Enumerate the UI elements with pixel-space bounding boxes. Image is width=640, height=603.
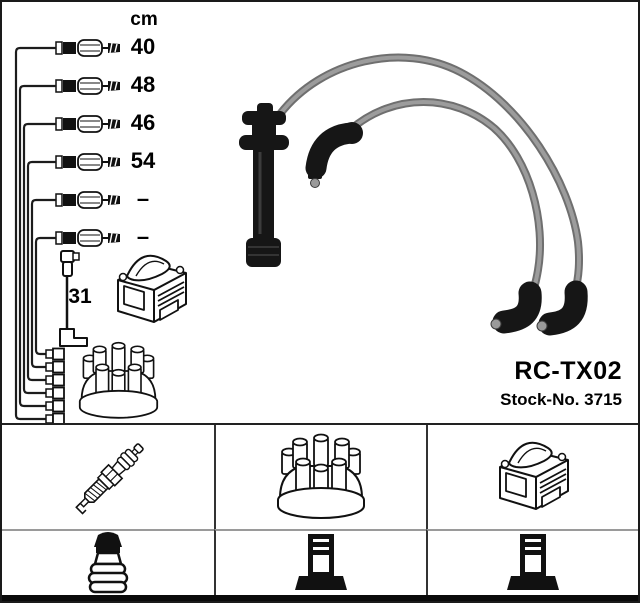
legend-cell-plug-terminal bbox=[2, 529, 214, 595]
plug-terminal-nut-icon bbox=[87, 532, 129, 594]
length-value-2: 48 bbox=[130, 72, 156, 97]
lead-photo bbox=[239, 53, 588, 336]
coil-lead-schematic bbox=[59, 250, 88, 347]
legend-cell-ignition-coil bbox=[426, 425, 638, 529]
wire-length-rows bbox=[55, 39, 121, 247]
legend-cell-tower-terminal-1 bbox=[214, 529, 426, 595]
distributor-cap-drawing bbox=[78, 341, 159, 419]
distributor-end-connectors bbox=[45, 347, 65, 425]
length-value-3: 46 bbox=[130, 110, 156, 135]
diagram-canvas bbox=[14, 39, 588, 425]
ignition-coil-drawing bbox=[117, 254, 187, 323]
elbow-boot-top bbox=[305, 122, 363, 188]
distributor-cap-icon bbox=[277, 433, 365, 519]
ignition-coil-icon bbox=[499, 441, 569, 510]
legend-cell-spark-plug bbox=[2, 425, 214, 529]
legend-cell-tower-terminal-2 bbox=[426, 529, 638, 595]
unit-header: cm bbox=[130, 9, 158, 30]
cable-bundle-lines bbox=[14, 46, 56, 421]
length-value-1: 40 bbox=[130, 34, 156, 59]
coil-tower-terminal-icon bbox=[295, 534, 347, 590]
length-value-5: – bbox=[136, 186, 150, 211]
legend-grid bbox=[2, 423, 638, 595]
spark-plug-icon bbox=[70, 438, 149, 517]
elbow-boot-bottom-left bbox=[490, 281, 542, 334]
length-value-6: – bbox=[136, 224, 150, 249]
product-code: RC-TX02 bbox=[514, 357, 622, 385]
bottom-border-bar bbox=[2, 595, 638, 601]
straight-boot bbox=[239, 103, 289, 267]
legend-cell-distributor-cap bbox=[214, 425, 426, 529]
stock-number: Stock-No. 3715 bbox=[500, 390, 622, 409]
coil-lead-length: 31 bbox=[68, 285, 92, 308]
length-value-4: 54 bbox=[130, 148, 156, 173]
coil-tower-terminal-icon bbox=[507, 534, 559, 590]
elbow-boot-bottom-right bbox=[536, 280, 588, 336]
